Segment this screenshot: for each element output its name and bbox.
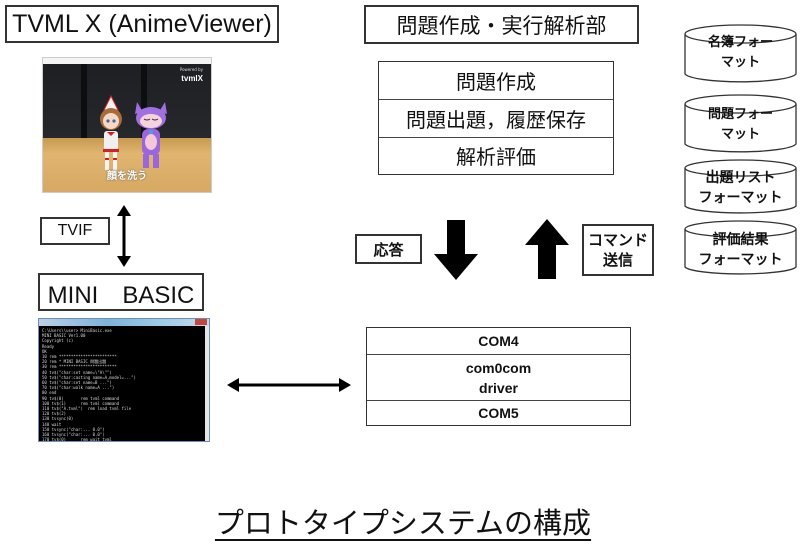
command-label-line1: コマンド xyxy=(587,231,648,249)
console-line: 30 rem ************************ xyxy=(42,364,117,370)
database-cylinder-icon xyxy=(684,24,797,83)
function-label: 問題出題，履歴保存 xyxy=(406,108,586,132)
response-down-arrow-icon xyxy=(434,220,478,280)
console-line: 170 tv$(0) rem wait tvml xyxy=(42,437,112,442)
console-line: 90 tv$(0) rem tvml command xyxy=(42,395,120,401)
console-scrollbar xyxy=(205,326,209,441)
format-label-line2: マット xyxy=(720,127,760,142)
function-problem-delivery: 問題出題，履歴保存 xyxy=(379,100,613,138)
console-titlebar xyxy=(39,319,209,326)
console-line: 70 tv$("char:walk name=A ...") xyxy=(42,385,115,391)
database-cylinder-icon xyxy=(684,220,797,275)
console-line: 100 tv$(1) rem tvml command xyxy=(42,400,120,406)
format-label-line2: フォーマット xyxy=(698,252,783,268)
console-line: 80 end xyxy=(42,390,57,396)
girl-character-icon xyxy=(100,94,122,170)
tvmlx-logo: tvmlX xyxy=(181,74,203,83)
console-line: 120 tv$(2) xyxy=(42,411,67,417)
function-analysis: 解析評価 xyxy=(379,138,613,173)
viewer-titlebar xyxy=(43,58,211,64)
purple-character-icon xyxy=(135,102,167,168)
format-roster-cylinder: 名簿フォー マット xyxy=(684,24,797,84)
console-line: 10 rem ************************ xyxy=(42,354,117,360)
format-label-line1: 出題リスト xyxy=(705,170,776,186)
console-line: Ready xyxy=(42,343,55,349)
serial-double-arrow-icon xyxy=(227,378,351,392)
command-up-arrow-icon xyxy=(525,219,569,279)
response-label: 応答 xyxy=(373,240,404,259)
function-stack: 問題作成 問題出題，履歴保存 解析評価 xyxy=(378,61,614,175)
console-line: 130 tvsync(0) xyxy=(42,416,74,422)
console-line: 160 tvsync("char:... 0.0") xyxy=(42,432,105,438)
com5-port: COM5 xyxy=(367,401,630,425)
powered-by-text: Powered by xyxy=(179,67,203,72)
figure-caption: プロトタイプシステムの構成 xyxy=(188,500,618,542)
format-label-line1: 評価結果 xyxy=(712,232,769,248)
com0com-label: com0com xyxy=(465,359,532,376)
section-title-box: 問題作成・実行解析部 xyxy=(364,5,639,44)
command-label-box: コマンド 送信 xyxy=(582,224,654,276)
tvml-viewer-title-box: TVML X (AnimeViewer) xyxy=(5,5,279,43)
command-label-line2: 送信 xyxy=(602,251,633,269)
mini-basic-title: MINI BASIC xyxy=(47,281,195,309)
format-label-line1: 問題フォー xyxy=(707,107,773,122)
console-line: 50 tv$("char:casting name=A,model=...") xyxy=(42,374,136,380)
database-cylinder-icon xyxy=(684,159,797,214)
caption-text: プロトタイプシステムの構成 xyxy=(214,506,592,540)
format-evaluation-cylinder: 評価結果 フォーマット xyxy=(684,220,797,276)
function-problem-creation: 問題作成 xyxy=(379,62,613,100)
format-question-list-cylinder: 出題リスト フォーマット xyxy=(684,159,797,215)
section-title: 問題作成・実行解析部 xyxy=(396,13,607,38)
console-line: 20 rem * MINI BASIC 問題出題 xyxy=(42,359,107,365)
response-label-box: 応答 xyxy=(355,234,422,264)
console-line: C:\Users\\user> MiniBasic.exe xyxy=(42,328,112,333)
com-port-stack: COM4 com0com driver COM5 xyxy=(366,327,631,426)
console-line: OK xyxy=(42,348,47,354)
format-label-line1: 名簿フォー xyxy=(707,35,773,50)
tvif-double-arrow-icon xyxy=(117,205,131,267)
format-label-line2: フォーマット xyxy=(698,190,783,206)
com4-port: COM4 xyxy=(367,328,630,355)
function-label: 問題作成 xyxy=(456,70,536,94)
tvml-viewer-screenshot: Powered by tvmlX 顔を洗う xyxy=(42,57,212,193)
format-problem-cylinder: 問題フォー マット xyxy=(684,94,797,154)
format-label-line2: マット xyxy=(720,55,760,70)
driver-label: driver xyxy=(479,379,518,396)
console-close-icon xyxy=(195,319,207,325)
mini-basic-title-box: MINI BASIC xyxy=(38,273,204,311)
function-label: 解析評価 xyxy=(456,145,536,169)
tvif-label: TVIF xyxy=(57,222,93,239)
tvif-label-box: TVIF xyxy=(40,217,110,245)
curtain-fold xyxy=(141,64,147,138)
viewer-stage: Powered by tvmlX 顔を洗う xyxy=(43,64,211,192)
com5-label: COM5 xyxy=(478,405,519,421)
curtain-fold xyxy=(81,64,87,138)
console-line: 60 tv$("char:set name=B ...") xyxy=(42,380,112,386)
com0com-driver: com0com driver xyxy=(367,355,630,401)
console-line: 150 tvsync("char:... 0.0") xyxy=(42,426,105,432)
database-cylinder-icon xyxy=(684,94,797,153)
console-line: 110 tv$("A.tvml") rem load tvml file xyxy=(42,406,132,412)
tvml-viewer-title: TVML X (AnimeViewer) xyxy=(12,9,272,38)
console-line: 140 wait xyxy=(42,421,62,427)
com4-label: COM4 xyxy=(478,333,519,349)
viewer-subtitle: 顔を洗う xyxy=(107,171,147,182)
console-line: 40 tv$("char:set name=\"A\"") xyxy=(42,369,112,375)
console-line: MINI BASIC Ver1.00 xyxy=(42,333,86,339)
console-line: Copyright (c) xyxy=(42,338,74,344)
